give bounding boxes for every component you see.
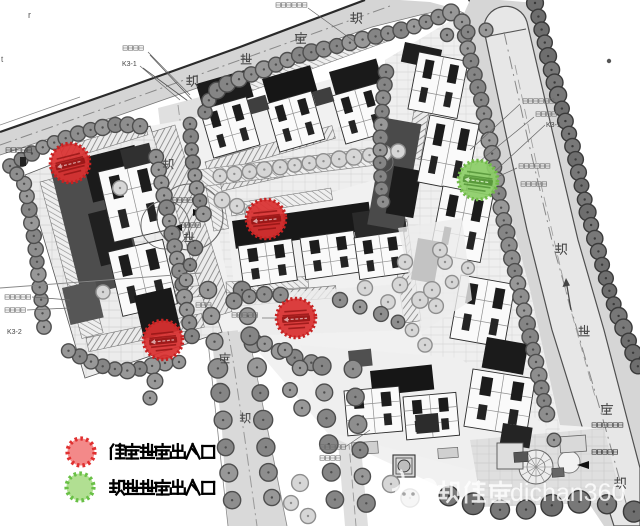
svg-text:dichan360: dichan360 xyxy=(510,479,625,507)
svg-text:r: r xyxy=(28,10,31,20)
svg-text:K3-1: K3-1 xyxy=(546,122,561,129)
svg-text:K3-2: K3-2 xyxy=(7,329,22,336)
svg-text:K3-1: K3-1 xyxy=(122,61,137,68)
svg-text:t: t xyxy=(1,55,4,64)
